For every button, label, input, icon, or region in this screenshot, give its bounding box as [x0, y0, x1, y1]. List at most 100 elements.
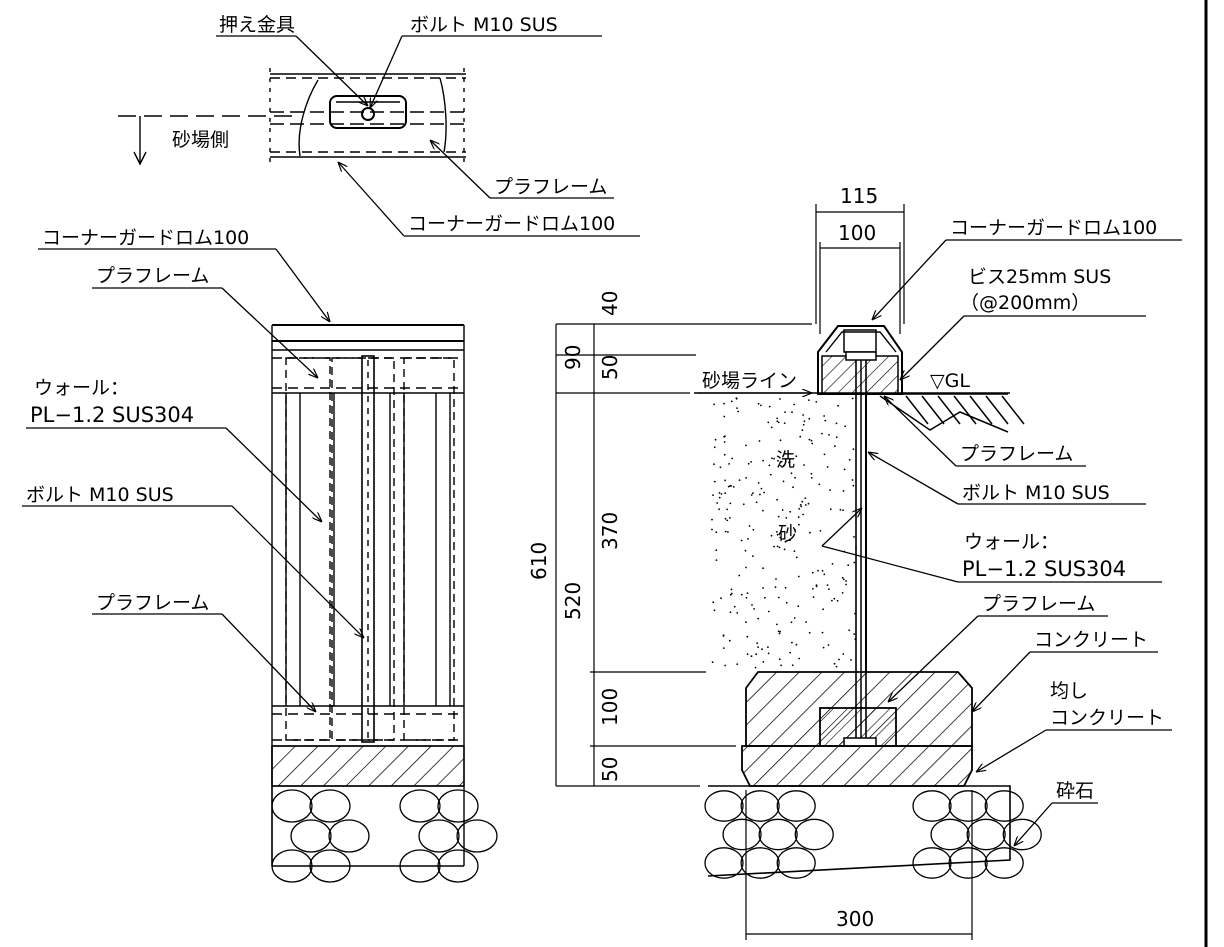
sand-dot [779, 536, 781, 539]
sand-dot [795, 556, 798, 559]
sand-dot [793, 403, 795, 406]
sand-dot [791, 664, 794, 667]
sand-dot [711, 518, 713, 521]
sand-dot [780, 460, 783, 463]
sand-dot [776, 417, 779, 420]
sand-dot [842, 490, 845, 492]
sand-dot [757, 482, 760, 484]
sand-dot [841, 592, 844, 594]
sand-dot [762, 587, 764, 589]
sand-dot [724, 492, 727, 495]
sand-dot [828, 434, 830, 436]
sand-dot [727, 531, 729, 533]
section-concrete-label: コンクリート [1034, 629, 1148, 651]
sand-dot [835, 436, 838, 439]
sand-dot [826, 584, 829, 586]
stone-shape [437, 789, 479, 823]
sand-dot [778, 658, 781, 660]
sand-dot [719, 466, 722, 469]
elevation-crushed-stone [271, 789, 498, 883]
sand-dot [718, 508, 720, 511]
sand-dot [784, 540, 787, 543]
dim-40: 40 [598, 291, 622, 316]
sand-dot [829, 508, 832, 511]
sand-dot [745, 621, 747, 624]
sand-dot [740, 593, 743, 596]
sand-dot [794, 528, 796, 531]
sand-dot [805, 621, 807, 623]
sand-dot [851, 479, 854, 481]
sand-dot [794, 476, 796, 479]
sand-dot [738, 574, 741, 577]
sand-dot [835, 665, 838, 668]
ground-profile [879, 395, 1009, 433]
sand-dot [744, 549, 747, 552]
sand-dot [736, 407, 738, 409]
sand-dot [773, 457, 775, 460]
sand-dot [822, 608, 824, 611]
sand-dot [827, 644, 830, 646]
sand-dot [729, 593, 732, 596]
section-bolt-label: ボルト M10 SUS [962, 482, 1110, 504]
sand-dot [822, 646, 825, 649]
sand-dot [775, 578, 777, 580]
ground-hatch-line [921, 395, 945, 425]
sand-dot [740, 539, 743, 542]
sand-dot [808, 399, 810, 401]
plan-bolt-label: ボルト M10 SUS [410, 14, 558, 36]
sand-dot [728, 463, 730, 465]
sand-dot [821, 432, 823, 435]
sand-dot [835, 422, 838, 425]
sand-dot [762, 459, 764, 462]
stone-shape [776, 847, 816, 879]
sand-dot [779, 439, 782, 442]
sand-dot [815, 401, 818, 403]
sand-dot [826, 466, 829, 468]
sand-dot [756, 642, 759, 644]
sand-dot [757, 617, 760, 620]
dim-115: 115 [840, 184, 878, 208]
sand-dot [727, 485, 730, 488]
stone-shape [328, 819, 370, 853]
sand-dot [750, 461, 752, 463]
sand-dot [797, 516, 800, 518]
sand-dot [750, 655, 753, 658]
sand-dot [757, 402, 760, 405]
sand-dot [762, 509, 764, 512]
sand-dot [728, 639, 731, 642]
sand-dot [823, 453, 826, 456]
section-pla-frame-label-1: プラフレーム [960, 443, 1073, 465]
sand-dot [797, 605, 800, 608]
ground-hatch-line [985, 395, 1009, 425]
sand-dot [770, 426, 773, 429]
sand-dot [755, 501, 758, 504]
sand-dot [755, 653, 758, 656]
sand-dot [801, 429, 804, 432]
sand-dot [745, 566, 747, 569]
sand-dot [752, 492, 754, 495]
sand-dot [713, 446, 716, 449]
sand-dot [773, 545, 775, 548]
sand-dot [746, 653, 749, 656]
sand-dot [752, 555, 754, 557]
stone-shape [456, 819, 498, 853]
section-wall-label-2: PL−1.2 SUS304 [962, 557, 1126, 581]
sand-dot [746, 635, 749, 638]
sand-dot [769, 473, 772, 476]
section-screw-label-2: （@200mm） [960, 292, 1090, 314]
sand-dot [782, 480, 785, 483]
sand-dot [791, 411, 793, 414]
sand-dot [762, 567, 764, 570]
plan-clamp-label: 押え金具 [219, 14, 295, 36]
sand-dot [757, 646, 759, 648]
leveling-concrete [741, 745, 973, 787]
dim-50-top: 50 [598, 355, 622, 380]
dim-520: 520 [561, 582, 585, 620]
sand-dot [799, 503, 802, 506]
sand-dot [767, 610, 770, 613]
sand-dot [823, 573, 826, 576]
sand-dot [804, 497, 807, 499]
sand-dot [729, 517, 731, 519]
sand-dot [714, 438, 717, 441]
sand-dot [818, 483, 821, 486]
